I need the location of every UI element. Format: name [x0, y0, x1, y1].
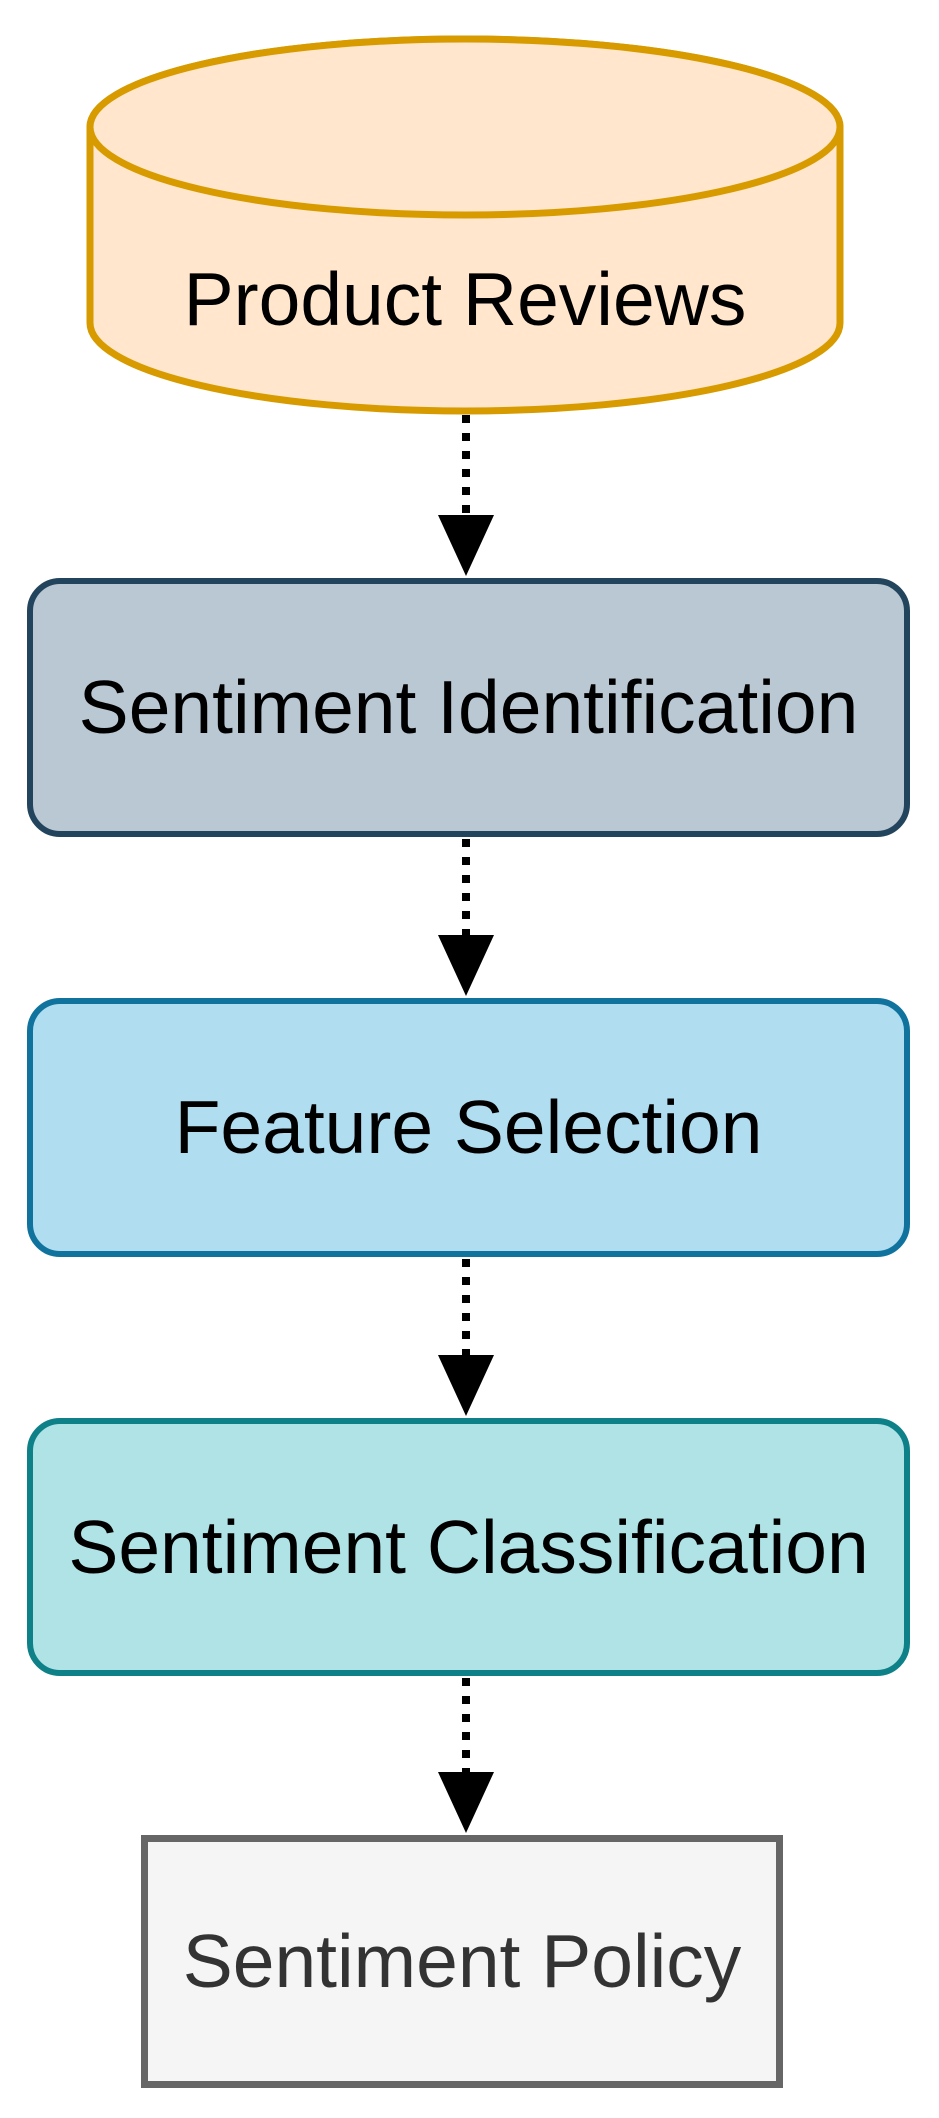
node-sentiment-identification: Sentiment Identification — [27, 578, 910, 837]
arrowhead-icon — [438, 515, 494, 576]
arrow-sentiment-classification-to-sentiment-policy — [438, 1678, 494, 1833]
arrowhead-icon — [438, 935, 494, 996]
node-label-sentiment-classification: Sentiment Classification — [68, 1504, 869, 1589]
node-label-product-reviews: Product Reviews — [183, 257, 747, 341]
node-product-reviews: Product Reviews — [86, 35, 844, 415]
arrow-product-reviews-to-sentiment-identification — [438, 415, 494, 576]
node-feature-selection: Feature Selection — [27, 998, 910, 1257]
arrowhead-icon — [438, 1772, 494, 1833]
node-label-feature-selection: Feature Selection — [174, 1085, 763, 1169]
node-label-sentiment-identification: Sentiment Identification — [78, 665, 859, 749]
node-sentiment-policy: Sentiment Policy — [141, 1835, 783, 2088]
cylinder-shape — [86, 35, 844, 415]
arrow-sentiment-identification-to-feature-selection — [438, 839, 494, 996]
node-label-sentiment-policy: Sentiment Policy — [182, 1919, 742, 2003]
arrow-feature-selection-to-sentiment-classification — [438, 1259, 494, 1416]
node-sentiment-classification: Sentiment Classification — [27, 1418, 910, 1676]
arrowhead-icon — [438, 1355, 494, 1416]
